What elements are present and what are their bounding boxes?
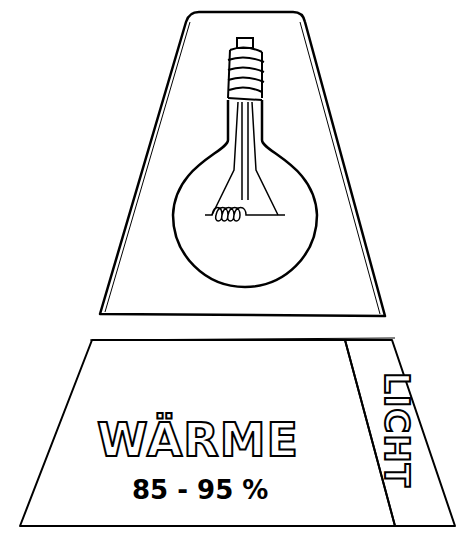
- heat-label: WÄRME: [97, 417, 299, 463]
- bulb-frame-sketch: [105, 22, 380, 314]
- bulb-frame: [100, 12, 385, 316]
- bulb-filament: [205, 102, 285, 221]
- bulb-glass: [173, 100, 317, 287]
- band-polygon: [345, 340, 455, 526]
- band-polygon: [20, 340, 395, 526]
- bulb-thread: [228, 47, 264, 100]
- light-label: LICHT: [380, 372, 414, 488]
- heat-band: WÄRME 85 - 95 %: [20, 338, 395, 528]
- light-band: LICHT: [345, 338, 457, 528]
- heat-percentage: 85 - 95 %: [132, 477, 268, 503]
